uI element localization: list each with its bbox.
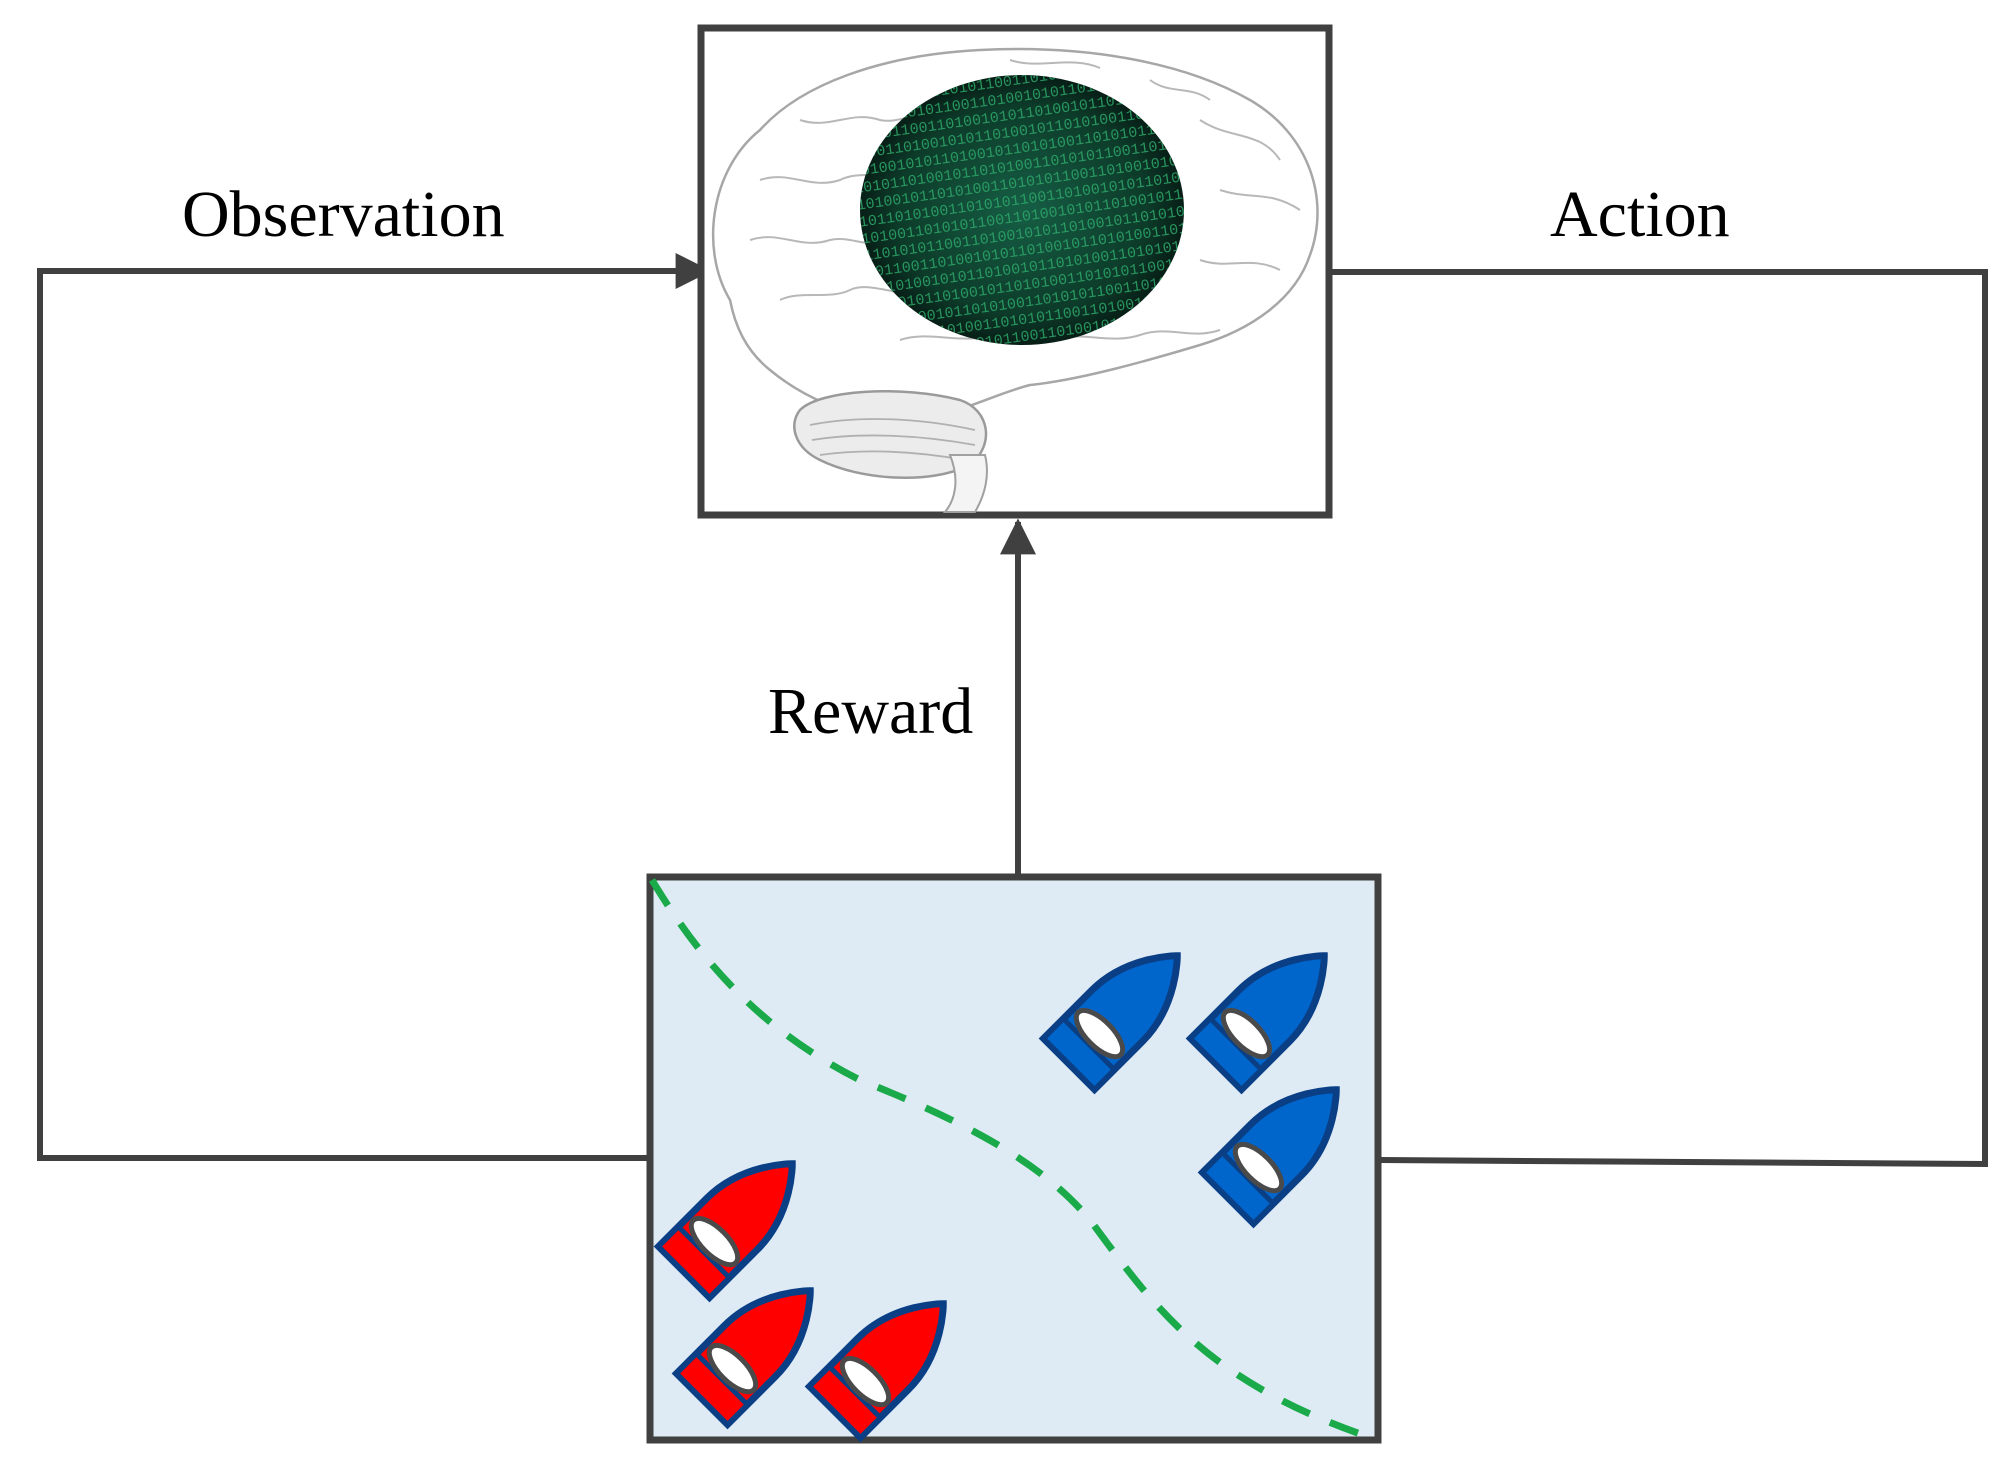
red-ship-1 — [653, 1160, 796, 1303]
brain-icon: 0110101001101010110011010010101101001011… — [711, 47, 1319, 513]
observation-arrow — [37, 253, 712, 1161]
blue-ship-3 — [1197, 1086, 1340, 1229]
blue-ship-2 — [1185, 952, 1328, 1095]
dashed-boundary-path — [648, 878, 1374, 1442]
reward-label: Reward — [768, 675, 973, 748]
action-label: Action — [1550, 178, 1730, 251]
blue-ship-1 — [1038, 952, 1181, 1095]
red-ship-2 — [671, 1287, 814, 1430]
ship-battle-icon — [653, 952, 1340, 1443]
action-line — [1330, 269, 1988, 1168]
red-ship-3 — [804, 1300, 947, 1443]
observation-label: Observation — [182, 178, 505, 251]
